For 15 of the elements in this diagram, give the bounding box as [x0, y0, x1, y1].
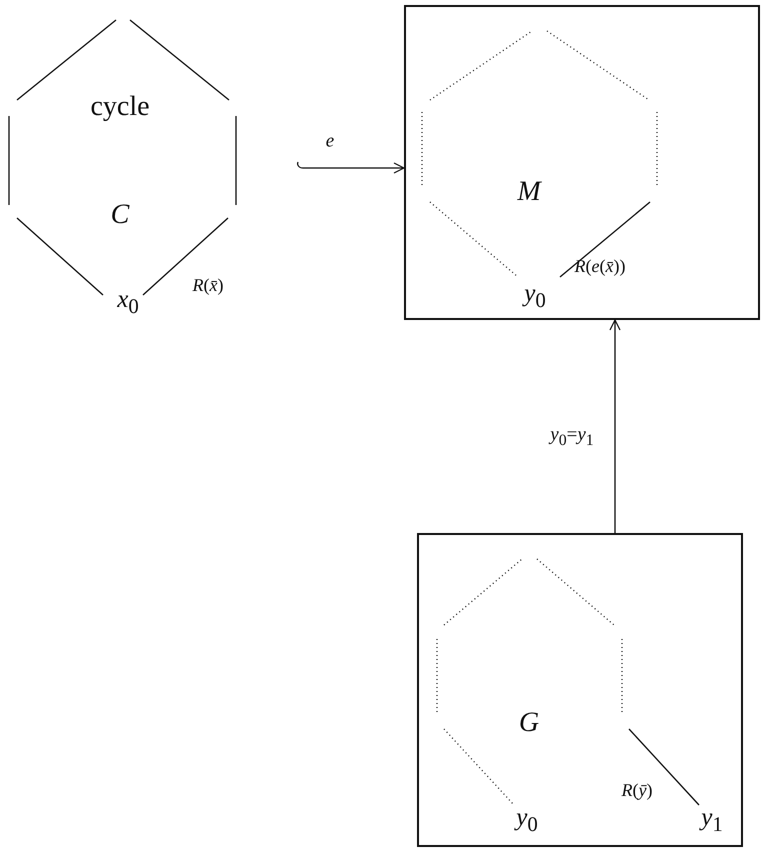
- relation-label: R(x̄): [192, 276, 224, 294]
- relation-label: R(ȳ): [622, 781, 652, 799]
- structure-symbol: G: [518, 709, 540, 737]
- vertex-label: y$_{1}$: [701, 805, 723, 835]
- vertex-label: x$_{0}$: [117, 287, 139, 317]
- vertex-label: y$_{0}$: [524, 281, 546, 311]
- structure-box: [417, 533, 743, 847]
- arrow: [609, 319, 621, 533]
- vertex-label: y$_{0}$: [516, 805, 538, 835]
- structure-box: [404, 5, 760, 320]
- structure-symbol: M: [517, 178, 541, 206]
- inclusion-arrow: [297, 161, 405, 174]
- node-title: cycle: [90, 93, 150, 121]
- relation-label: R(e(x̄)): [574, 257, 626, 275]
- structure-symbol: C: [110, 201, 130, 229]
